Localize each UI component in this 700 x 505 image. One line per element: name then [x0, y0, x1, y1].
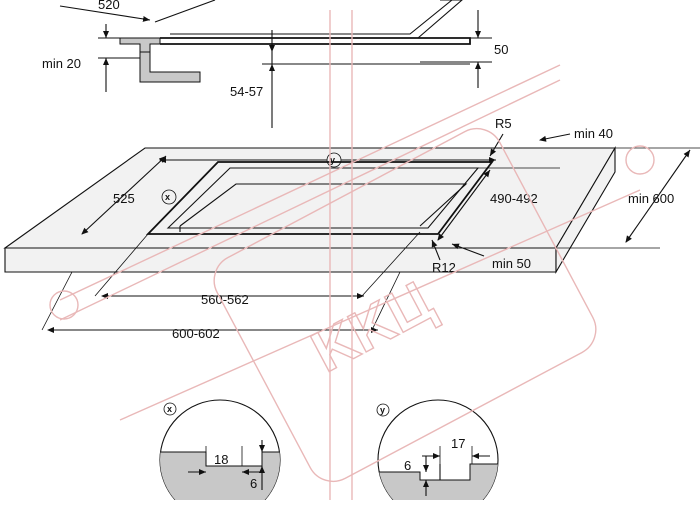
r5-leader: [489, 133, 504, 157]
watermark-frame: [213, 127, 597, 483]
cutout-width-ext-left: [94, 233, 149, 297]
worktop-dimensions: y x R5 min 40 525 490-492 min 600 R12 mi…: [41, 116, 700, 341]
min600-label: min 600: [628, 191, 674, 206]
hob-section: 520 min 20 50 54-57: [42, 0, 508, 128]
detail-y-circle: [377, 399, 499, 505]
cutout-depth-arrow: [81, 155, 167, 235]
worktop: [3, 145, 616, 275]
hob-outline: [160, 0, 463, 39]
watermark-line-top: [59, 64, 561, 301]
bracket-top: [119, 37, 161, 53]
cutout-depth-range-label: 490-492: [490, 191, 538, 206]
hob-edge-left: [154, 0, 216, 23]
top-width-label: 520: [98, 0, 120, 12]
detail-y-marker: [376, 403, 390, 417]
cutout-width-ext-right: [361, 231, 421, 297]
r12-leader: [431, 239, 441, 261]
glass-plate: [160, 37, 471, 45]
watermark-circle-left: [49, 290, 79, 320]
detail-x-width-label: 18: [214, 452, 228, 467]
detail-y: y 17 6: [376, 399, 499, 505]
min20-label: min 20: [42, 56, 81, 71]
detail-y-marker-label: y: [380, 405, 385, 415]
min40-leader: [539, 133, 571, 142]
top-width-arrow: [59, 5, 151, 22]
watermark-line-top-2: [59, 79, 561, 321]
r5-label: R5: [495, 116, 512, 131]
cutout-depth-label: 525: [113, 191, 135, 206]
detail-x: x 18 6: [159, 399, 281, 505]
min600-arrow: [625, 149, 691, 243]
detail-x-height-label: 6: [250, 476, 257, 491]
overall-width-label: 600-602: [172, 326, 220, 341]
detail-y-width-label: 17: [451, 436, 465, 451]
min40-label: min 40: [574, 126, 613, 141]
watermark-text: KKЦ: [301, 268, 443, 385]
detail-y-section: [378, 463, 498, 505]
detail-y-height-label: 6: [404, 458, 411, 473]
watermark-circle-right: [625, 145, 655, 175]
detail-x-marker-label: x: [167, 404, 172, 414]
depth-label: 54-57: [230, 84, 263, 99]
min50-label: min 50: [492, 256, 531, 271]
x-marker-label: x: [165, 192, 170, 202]
cutout-depth-range-arrow: [437, 169, 491, 241]
bracket-foot: [139, 51, 201, 83]
cutout-width-label: 560-562: [201, 292, 249, 307]
r12-label: R12: [432, 260, 456, 275]
overall-width-ext-left: [41, 271, 73, 331]
detail-x-marker: [163, 402, 177, 416]
y-marker-label: y: [330, 155, 335, 165]
overall-width-ext-right: [371, 271, 401, 331]
min50-leader: [451, 243, 485, 257]
watermark-line-bottom: [119, 189, 641, 421]
worktop-side-face: [555, 145, 616, 275]
hob-inner-line: [170, 0, 453, 35]
dim50-label: 50: [494, 42, 508, 57]
